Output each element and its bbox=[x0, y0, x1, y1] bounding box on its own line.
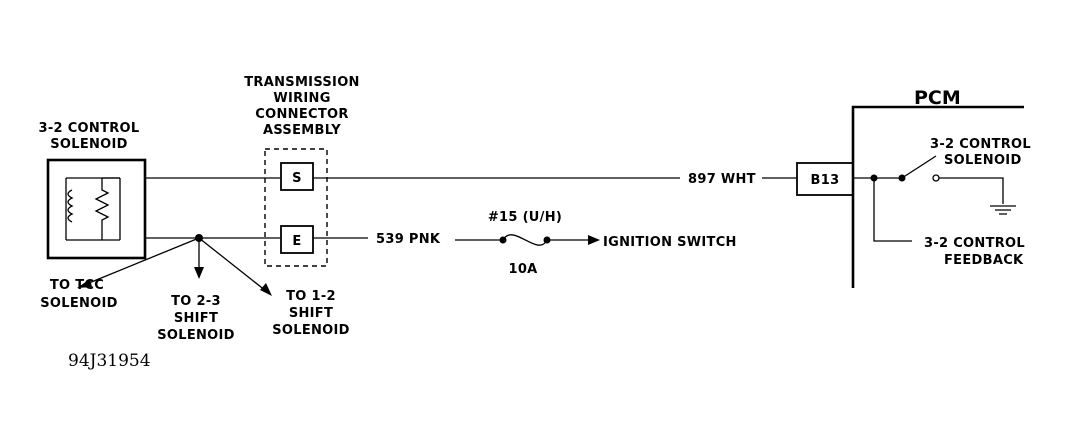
connector-title-line3: CONNECTOR bbox=[255, 107, 348, 122]
solenoid-3-2-control: 3-2 CONTROL SOLENOID bbox=[39, 121, 147, 260]
switch-contact bbox=[932, 174, 940, 182]
ignition-switch-label: IGNITION SWITCH bbox=[603, 235, 737, 250]
tcc-label-line2: SOLENOID bbox=[40, 296, 118, 311]
coil-icon bbox=[67, 189, 74, 223]
branch-wire-tcc bbox=[83, 237, 200, 286]
fuse-rating-label: 10A bbox=[508, 262, 537, 277]
shift12-label-line3: SOLENOID bbox=[272, 323, 350, 338]
fuse-15: #15 (U/H) 10A bbox=[488, 210, 562, 277]
pcm-terminal-b13 bbox=[796, 162, 854, 196]
transmission-connector: TRANSMISSION WIRING CONNECTOR ASSEMBLY S… bbox=[244, 75, 359, 267]
switch-blade-icon bbox=[901, 155, 937, 179]
connector-title-line2: WIRING bbox=[273, 91, 330, 106]
solenoid-inner-loop bbox=[65, 177, 121, 241]
shift12-label-line2: SHIFT bbox=[289, 306, 333, 321]
solenoid-housing bbox=[46, 158, 147, 260]
figure-id: 94J31954 bbox=[68, 351, 151, 371]
connector-title-line4: ASSEMBLY bbox=[263, 123, 341, 138]
shift23-label-line3: SOLENOID bbox=[157, 328, 235, 343]
fuse-element-icon bbox=[502, 234, 548, 246]
terminal-b13-label: B13 bbox=[811, 173, 840, 188]
wire-539-pnk-label: 539 PNK bbox=[376, 232, 441, 247]
connector-pin-s bbox=[280, 162, 314, 191]
arrow-ignition-icon bbox=[588, 235, 600, 245]
feedback-wire bbox=[873, 178, 912, 242]
connector-title-line1: TRANSMISSION bbox=[244, 75, 359, 90]
branch-wire-1-2 bbox=[198, 237, 267, 292]
connector-outline bbox=[264, 148, 328, 267]
shift23-label-line2: SHIFT bbox=[174, 311, 218, 326]
resistor-icon bbox=[94, 178, 110, 240]
connector-pin-e bbox=[280, 225, 314, 254]
arrow-2-3-icon bbox=[194, 267, 204, 279]
tcc-label-line1: TO TCC bbox=[50, 278, 104, 293]
switch-label-line2: SOLENOID bbox=[944, 153, 1022, 168]
pin-e-label: E bbox=[292, 234, 301, 249]
arrow-1-2-icon bbox=[260, 283, 272, 296]
pcm-boundary bbox=[851, 105, 1024, 288]
feedback-label-line1: 3-2 CONTROL bbox=[924, 236, 1025, 251]
pcm-title: PCM bbox=[914, 87, 961, 109]
pin-s-label: S bbox=[292, 171, 302, 186]
wire-to-ground bbox=[939, 177, 1004, 204]
shift23-label-line1: TO 2-3 bbox=[171, 294, 221, 309]
pcm-module: PCM B13 3-2 CONTROL SOLENOID 3-2 CONTROL… bbox=[796, 87, 1031, 288]
fuse-name-label: #15 (U/H) bbox=[488, 210, 562, 225]
solenoid-title-line2: SOLENOID bbox=[50, 137, 128, 152]
arrow-tcc-icon bbox=[77, 279, 92, 288]
ground-icon bbox=[990, 205, 1016, 215]
solenoid-title-line1: 3-2 CONTROL bbox=[39, 121, 140, 136]
shift12-label-line1: TO 1-2 bbox=[286, 289, 336, 304]
feedback-label-line2: FEEDBACK bbox=[944, 253, 1024, 268]
switch-label-line1: 3-2 CONTROL bbox=[930, 137, 1031, 152]
wire-897-wht-label: 897 WHT bbox=[688, 172, 756, 187]
